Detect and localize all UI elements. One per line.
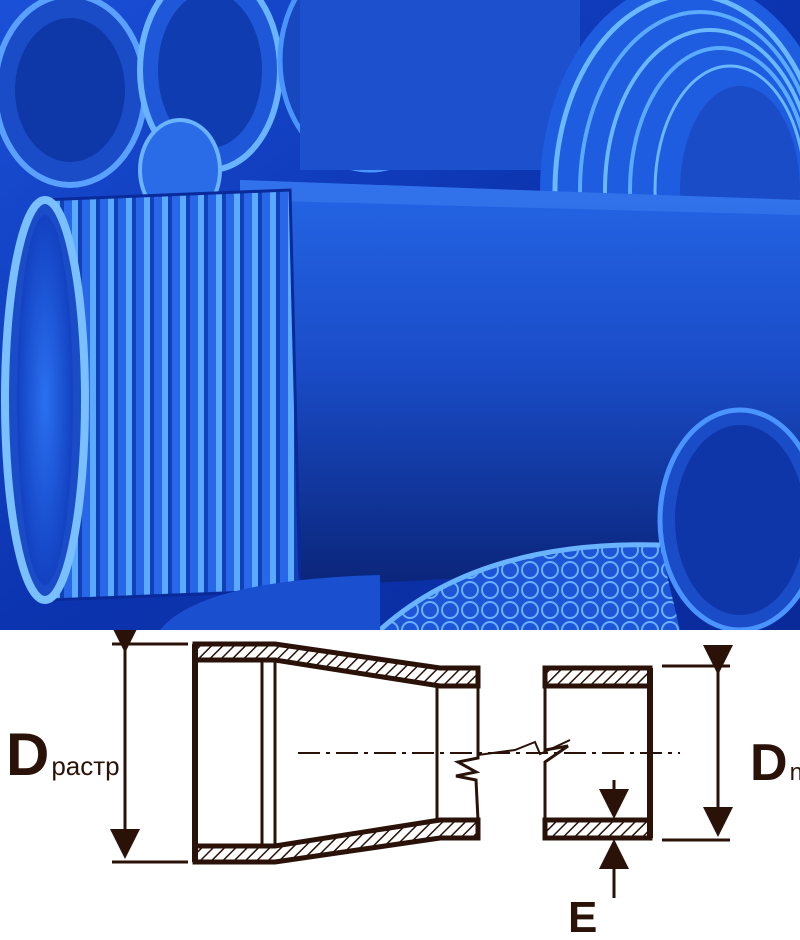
bottom-pipe <box>160 542 680 630</box>
pipe-diameter-subscript: n <box>790 759 800 786</box>
socket-diameter-symbol: D <box>6 721 49 788</box>
pipe-section <box>542 665 653 841</box>
pipe-diameter-dimension <box>662 645 733 842</box>
pipe-diameter-symbol: D <box>750 734 788 792</box>
socket-diameter-label: Dрастр <box>6 721 120 788</box>
socket-diameter-dimension <box>110 630 188 864</box>
lower-right-pipe <box>657 407 800 630</box>
wall-thickness-label: E <box>568 893 597 940</box>
background-pipes <box>0 0 580 222</box>
socket-section <box>192 641 481 865</box>
blue-pipes-photo <box>0 0 800 630</box>
pipe-dimension-diagram: Dрастр Dn E <box>6 630 800 940</box>
main-pipe <box>1 180 800 604</box>
pipe-diameter-label: Dn <box>750 734 800 792</box>
socket-diameter-subscript: растр <box>51 751 119 781</box>
